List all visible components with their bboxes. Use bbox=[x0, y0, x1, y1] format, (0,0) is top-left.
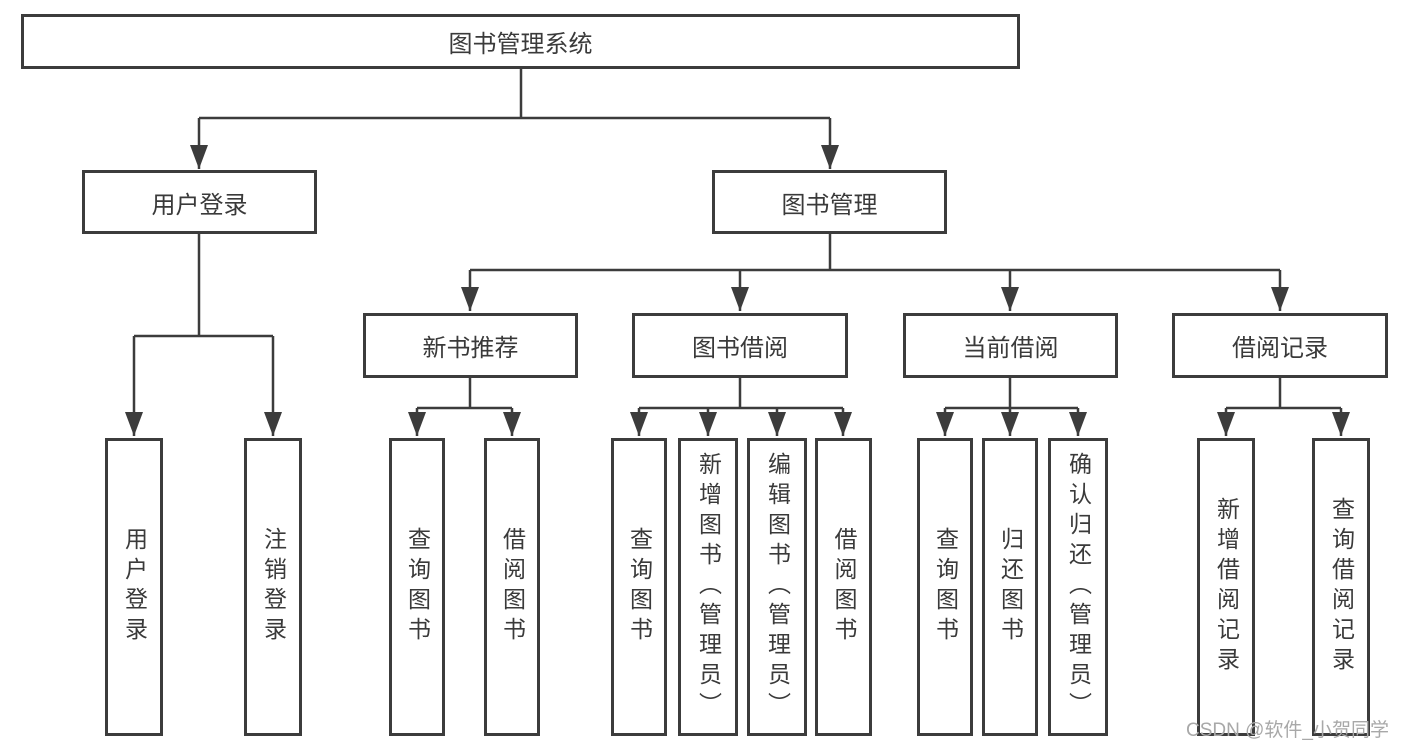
connector-new-book-recommend-split bbox=[417, 378, 512, 410]
connector-root-split bbox=[199, 69, 830, 120]
leaf-query-books-borrow: 查询图书 bbox=[611, 438, 667, 736]
leaf-query-books-recommend: 查询图书 bbox=[389, 438, 445, 736]
node-book-borrow: 图书借阅 bbox=[632, 313, 848, 378]
leaf-query-borrow-record: 查询借阅记录 bbox=[1312, 438, 1370, 736]
leaf-logout: 注销登录 bbox=[244, 438, 302, 736]
leaf-borrow-books: 借阅图书 bbox=[815, 438, 872, 736]
connector-current-borrow-split bbox=[945, 378, 1078, 410]
leaf-add-borrow-record: 新增借阅记录 bbox=[1197, 438, 1255, 736]
node-root: 图书管理系统 bbox=[21, 14, 1020, 69]
leaf-confirm-return-admin: 确认归还（管理员） bbox=[1048, 438, 1108, 736]
connector-book-management-split bbox=[470, 234, 1280, 272]
leaf-add-books-admin: 新增图书（管理员） bbox=[678, 438, 738, 736]
connector-borrow-records-split bbox=[1226, 378, 1341, 410]
leaf-return-books: 归还图书 bbox=[982, 438, 1038, 736]
connector-user-login-split bbox=[134, 234, 273, 338]
node-user-login: 用户登录 bbox=[82, 170, 317, 234]
node-book-management: 图书管理 bbox=[712, 170, 947, 234]
leaf-user-login: 用户登录 bbox=[105, 438, 163, 736]
leaf-query-books-current: 查询图书 bbox=[917, 438, 973, 736]
node-current-borrow: 当前借阅 bbox=[903, 313, 1118, 378]
leaf-borrow-books-recommend: 借阅图书 bbox=[484, 438, 540, 736]
leaf-edit-books-admin: 编辑图书（管理员） bbox=[747, 438, 807, 736]
node-new-book-recommend: 新书推荐 bbox=[363, 313, 578, 378]
node-borrow-records: 借阅记录 bbox=[1172, 313, 1388, 378]
connector-book-borrow-split bbox=[639, 378, 843, 410]
watermark: CSDN @软件_小贺同学 bbox=[1186, 720, 1389, 741]
